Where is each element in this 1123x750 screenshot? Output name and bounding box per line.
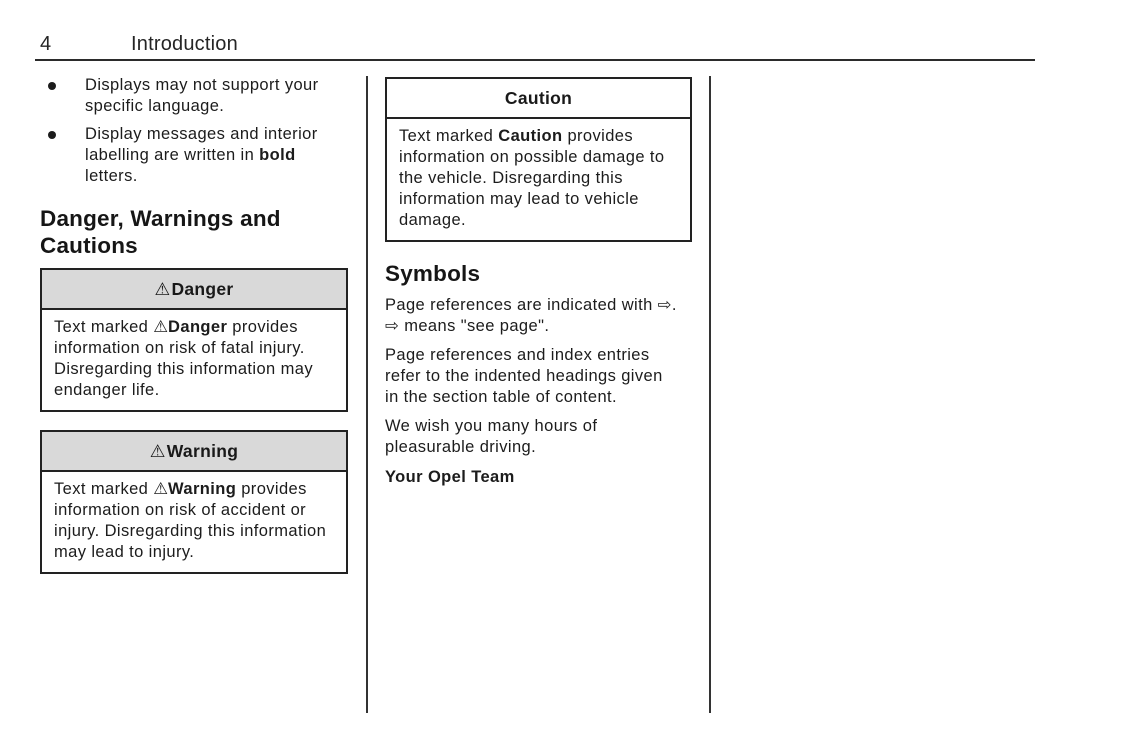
paragraph-pleasurable-driving: We wish you many hours of pleasurable dr…	[385, 417, 598, 456]
warning-triangle-icon: ⚠	[153, 318, 169, 336]
paragraph-index-entries: Page references and index entries refer …	[385, 346, 663, 406]
warning-box-body: Text marked ⚠Warning provides informatio…	[54, 480, 327, 561]
danger-box-title: Danger	[171, 278, 234, 299]
danger-box: ⚠Danger Text marked ⚠Danger provides inf…	[40, 268, 348, 412]
caution-box-header: Caution	[387, 79, 690, 119]
page-title: Introduction	[131, 33, 238, 55]
section-heading-danger-warnings-cautions: Danger, Warnings and Cautions	[40, 206, 281, 258]
section-heading-symbols: Symbols	[385, 261, 481, 286]
danger-box-body: Text marked ⚠Danger provides information…	[54, 318, 313, 399]
bullet-list: Displays may not support your specific l…	[40, 75, 348, 187]
bullet-icon	[48, 131, 56, 139]
page-number: 4	[40, 33, 52, 55]
signature-opel-team: Your Opel Team	[385, 468, 515, 486]
list-item: Display messages and interior labelling …	[40, 124, 348, 187]
left-column: Displays may not support your specific l…	[40, 75, 348, 592]
danger-box-header: ⚠Danger	[42, 270, 346, 310]
middle-column: Caution Text marked Caution provides inf…	[385, 77, 692, 488]
column-divider-left	[366, 76, 368, 713]
warning-box: ⚠Warning Text marked ⚠Warning provides i…	[40, 430, 348, 574]
column-divider-right	[709, 76, 711, 713]
paragraph-page-references: Page references are indicated with ⇨. ⇨ …	[385, 296, 677, 335]
warning-box-title: Warning	[166, 440, 239, 461]
caution-box-title: Caution	[504, 87, 573, 108]
bullet-text: Display messages and interior labelling …	[85, 125, 318, 185]
header-rule	[35, 59, 1035, 61]
bullet-text: Displays may not support your specific l…	[85, 76, 319, 115]
bullet-icon	[48, 82, 56, 90]
list-item: Displays may not support your specific l…	[40, 75, 348, 117]
warning-triangle-icon: ⚠	[153, 480, 169, 498]
warning-triangle-icon: ⚠	[154, 278, 171, 299]
caution-box: Caution Text marked Caution provides inf…	[385, 77, 692, 242]
caution-box-body: Text marked Caution provides information…	[399, 127, 665, 229]
warning-box-header: ⚠Warning	[42, 432, 346, 472]
warning-triangle-icon: ⚠	[149, 440, 166, 461]
